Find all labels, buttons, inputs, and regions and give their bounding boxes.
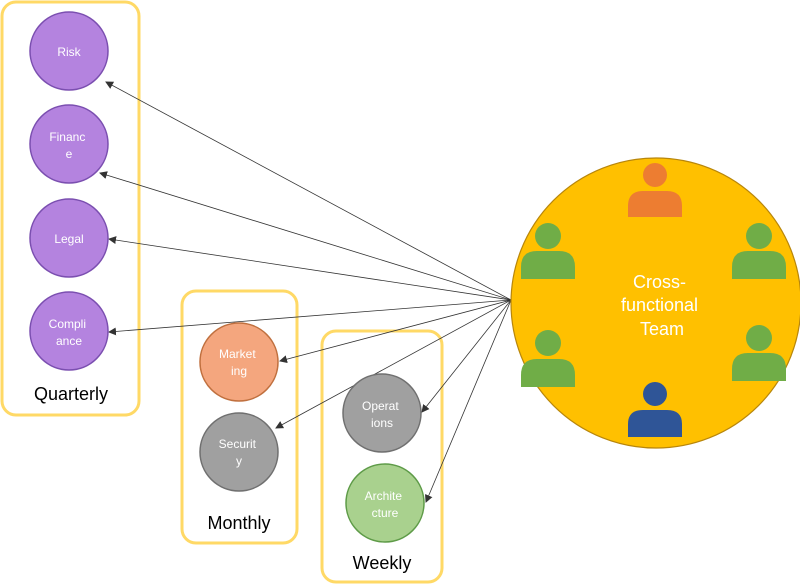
- node-finance-label-line-1: Financ: [49, 130, 85, 144]
- node-legal-label-line-1: Legal: [54, 232, 83, 246]
- svg-text:Legal: Legal: [54, 232, 83, 246]
- cross-functional-team[interactable]: Cross- functional Team: [510, 157, 800, 449]
- node-operations[interactable]: Operat ions: [342, 373, 422, 453]
- svg-text:Risk: Risk: [57, 45, 81, 59]
- arrow-to-security: [275, 299, 512, 429]
- node-marketing[interactable]: Market ing: [199, 322, 279, 402]
- node-marketing-label-line-1: Market: [219, 347, 256, 361]
- weekly-frame: [320, 329, 444, 584]
- node-operations-label-line-1: Operat: [362, 399, 399, 413]
- person-icon-top: [628, 163, 682, 217]
- arrow-to-risk: [105, 81, 512, 301]
- weekly-label: Weekly: [353, 553, 412, 573]
- arrow-to-legal: [108, 236, 512, 301]
- node-marketing-label-line-2: ing: [231, 364, 247, 378]
- node-security[interactable]: Securit y: [199, 412, 279, 492]
- svg-text:Compli ance: Compli ance: [49, 317, 90, 348]
- arrow-to-operations: [421, 299, 512, 413]
- team-label-line-1: Cross-: [633, 272, 686, 292]
- node-operations-label-line-2: ions: [371, 416, 393, 430]
- quarterly-frame: [0, 0, 141, 417]
- arrow-to-compliance: [108, 299, 512, 336]
- svg-text:Financ e: Financ e: [49, 130, 88, 161]
- team-label-line-3: Team: [640, 319, 684, 339]
- arrow-to-marketing: [279, 299, 512, 364]
- person-icon-upper-right: [732, 223, 786, 279]
- person-icon-lower-left: [521, 330, 575, 387]
- svg-text:Archite cture: Archite cture: [365, 489, 406, 520]
- svg-text:Cross- functional: Cross- functional Team: [621, 272, 703, 339]
- node-legal[interactable]: Legal: [29, 198, 109, 278]
- node-architecture-label-line-2: cture: [372, 506, 399, 520]
- svg-text:Securit y: Securit y: [219, 437, 260, 468]
- quarterly-label: Quarterly: [34, 384, 108, 404]
- node-compliance-label-line-2: ance: [56, 334, 82, 348]
- team-label-line-2: functional: [621, 295, 698, 315]
- connector-arrows: [99, 81, 512, 503]
- node-security-label-line-1: Securit: [219, 437, 257, 451]
- node-compliance[interactable]: Compli ance: [29, 291, 109, 371]
- node-security-label-line-2: y: [236, 454, 242, 468]
- person-icon-bottom: [628, 382, 682, 437]
- node-compliance-label-line-1: Compli: [49, 317, 86, 331]
- arrow-to-finance: [99, 171, 512, 301]
- svg-text:Operat ions: Operat ions: [362, 399, 402, 430]
- node-risk-label-line-1: Risk: [57, 45, 81, 59]
- node-architecture[interactable]: Archite cture: [345, 463, 425, 543]
- person-icon-upper-left: [521, 223, 575, 279]
- node-finance-label-line-2: e: [66, 147, 73, 161]
- person-icon-lower-right: [732, 325, 786, 381]
- monthly-label: Monthly: [207, 513, 270, 533]
- arrow-to-architecture: [425, 299, 512, 503]
- node-risk[interactable]: Risk: [29, 11, 109, 91]
- node-finance[interactable]: Financ e: [29, 104, 109, 184]
- svg-text:Market ing: Market ing: [219, 347, 259, 378]
- node-architecture-label-line-1: Archite: [365, 489, 403, 503]
